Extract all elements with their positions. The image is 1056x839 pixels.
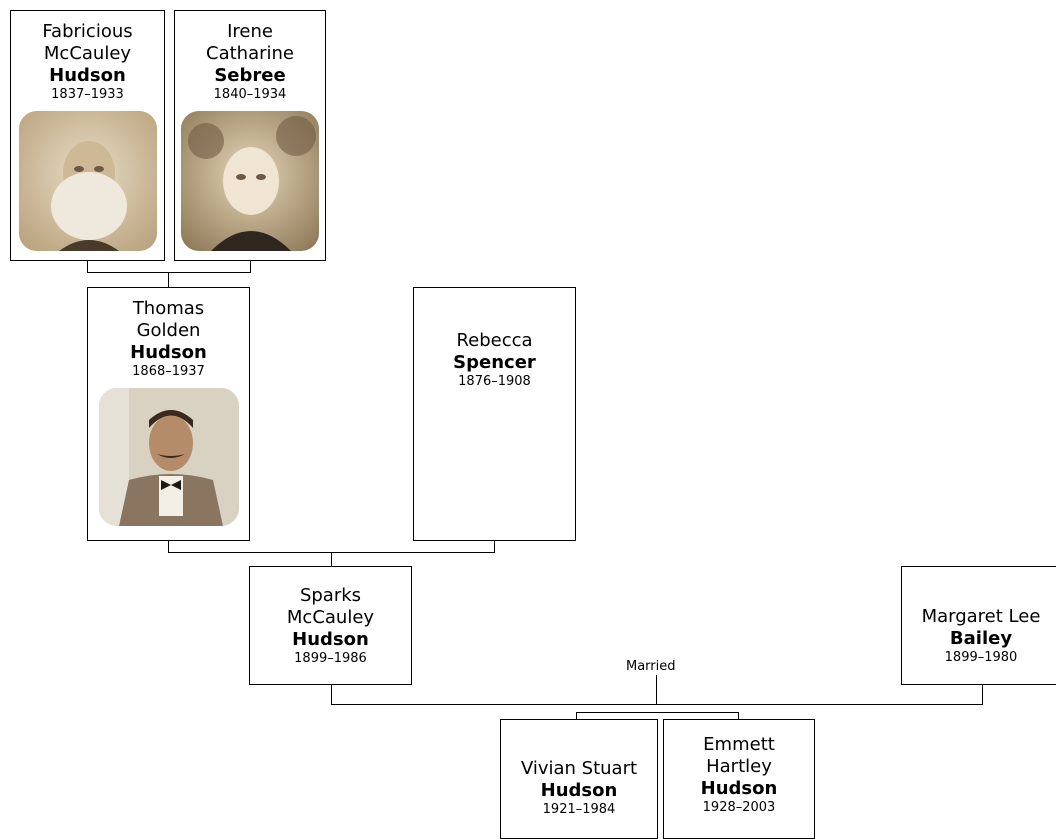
given-name-line-1: Sparks [299,584,362,606]
given-name-line-1: Thomas [132,298,205,319]
couple-connector-right [250,261,251,273]
life-dates: 1928–2003 [702,800,776,815]
given-name-line-1: Margaret Lee [921,605,1041,627]
person-card-thomas-hudson[interactable]: Thomas Golden Hudson 1868–1937 [87,287,250,541]
surname: Hudson [700,778,778,799]
couple-connector-right [982,685,983,705]
portrait-photo-elderly-bearded-man [18,111,157,251]
surname: Hudson [292,628,369,650]
marriage-stem [656,675,657,705]
life-dates: 1876–1908 [458,374,531,389]
person-card-sparks-hudson[interactable]: Sparks McCauley Hudson 1899–1986 [249,566,412,685]
life-dates: 1899–1986 [294,650,367,666]
portrait-photo-elderly-woman [181,111,319,251]
couple-connector-bar [87,272,251,273]
portrait-photo-man-with-mustache-bowtie [98,388,239,526]
couple-connector-left [331,685,332,705]
child-drop-emmett [738,712,739,720]
given-name-line-1: Emmett [703,734,775,755]
life-dates: 1899–1980 [944,649,1018,665]
surname: Spencer [453,352,536,373]
couple-connector-left [87,261,88,273]
child-connector-stem [331,552,332,567]
person-card-margaret-bailey[interactable]: Margaret Lee Bailey 1899–1980 [901,566,1056,685]
surname: Hudson [540,780,618,801]
couple-connector-left [168,541,169,553]
life-dates: 1868–1937 [132,364,205,379]
surname: Hudson [49,65,126,86]
life-dates: 1837–1933 [51,87,124,102]
child-connector-stem [168,272,169,287]
given-name-line-2: McCauley [43,43,132,64]
given-name-line-2: McCauley [286,606,375,628]
given-name-line-1: Fabricious [42,21,133,42]
couple-connector-bar [331,704,983,705]
given-name-line-1: Vivian Stuart [520,758,638,779]
children-bar [576,712,739,713]
given-name-line-1: Rebecca [456,330,533,351]
surname: Sebree [214,65,286,86]
person-card-vivian-hudson[interactable]: Vivian Stuart Hudson 1921–1984 [500,719,658,839]
surname: Hudson [130,342,207,363]
given-name-line-2: Golden [136,320,201,341]
person-card-rebecca-spencer[interactable]: Rebecca Spencer 1876–1908 [413,287,576,541]
couple-connector-right [494,541,495,553]
person-card-fabricious-hudson[interactable]: Fabricious McCauley Hudson 1837–1933 [10,10,165,261]
given-name-line-2: Catharine [206,43,294,64]
life-dates: 1840–1934 [213,87,287,102]
given-name-line-1: Irene [227,21,273,42]
married-label: Married [624,659,678,674]
child-drop-vivian [576,712,577,720]
surname: Bailey [949,627,1013,649]
person-card-irene-sebree[interactable]: Irene Catharine Sebree 1840–1934 [174,10,326,261]
life-dates: 1921–1984 [542,802,616,817]
person-card-emmett-hudson[interactable]: Emmett Hartley Hudson 1928–2003 [663,719,815,839]
given-name-line-2: Hartley [706,756,772,777]
